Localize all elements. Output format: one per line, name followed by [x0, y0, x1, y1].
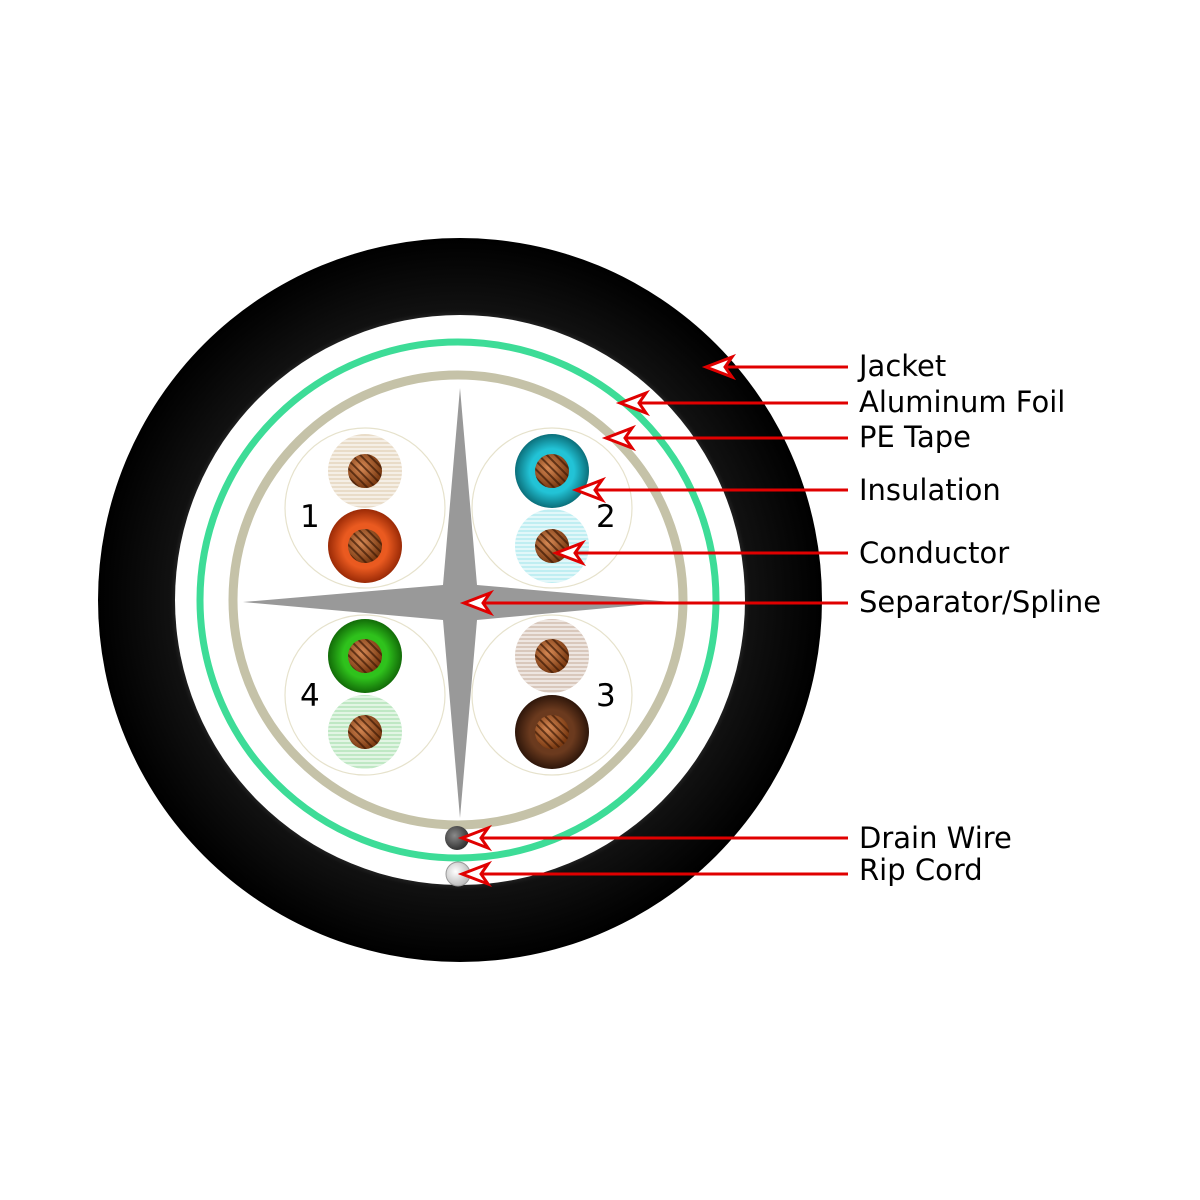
pair-4 — [328, 619, 402, 769]
pair-1-number: 1 — [300, 499, 320, 535]
label-aluminum-foil: Aluminum Foil — [859, 385, 1065, 419]
label-drain-wire: Drain Wire — [859, 821, 1012, 855]
pair-2-number: 2 — [596, 499, 616, 535]
arrowhead-aluminum-foil — [615, 389, 651, 417]
pair-3-outline — [471, 614, 633, 776]
label-rip-cord: Rip Cord — [859, 853, 983, 887]
pair-4-number: 4 — [300, 678, 320, 714]
arrowhead-jacket — [701, 353, 737, 381]
arrowhead-conductor — [551, 539, 587, 567]
arrowheads — [457, 353, 737, 888]
label-separator: Separator/Spline — [859, 585, 1101, 619]
pair-3 — [515, 619, 589, 769]
pair-2 — [515, 434, 589, 583]
label-insulation: Insulation — [859, 473, 1001, 507]
arrowhead-rip-cord — [457, 860, 493, 888]
arrowhead-insulation — [571, 476, 607, 504]
arrowhead-drain-wire — [457, 824, 493, 852]
aluminum-foil-ring — [196, 338, 720, 862]
label-conductor: Conductor — [859, 536, 1009, 570]
label-jacket: Jacket — [857, 349, 946, 383]
separator-spline — [243, 388, 672, 818]
pair-3-number: 3 — [596, 678, 616, 714]
label-pe-tape: PE Tape — [859, 420, 971, 454]
pair-4-outline — [284, 614, 446, 776]
drain-wire — [445, 826, 469, 850]
pair-1 — [328, 434, 402, 583]
arrowhead-separator — [459, 589, 495, 617]
pair-2-outline — [471, 427, 633, 589]
leader-lines — [474, 365, 848, 876]
pair-1-outline — [284, 427, 446, 589]
arrowhead-pe-tape — [601, 424, 637, 452]
pe-tape-ring — [228, 370, 688, 830]
